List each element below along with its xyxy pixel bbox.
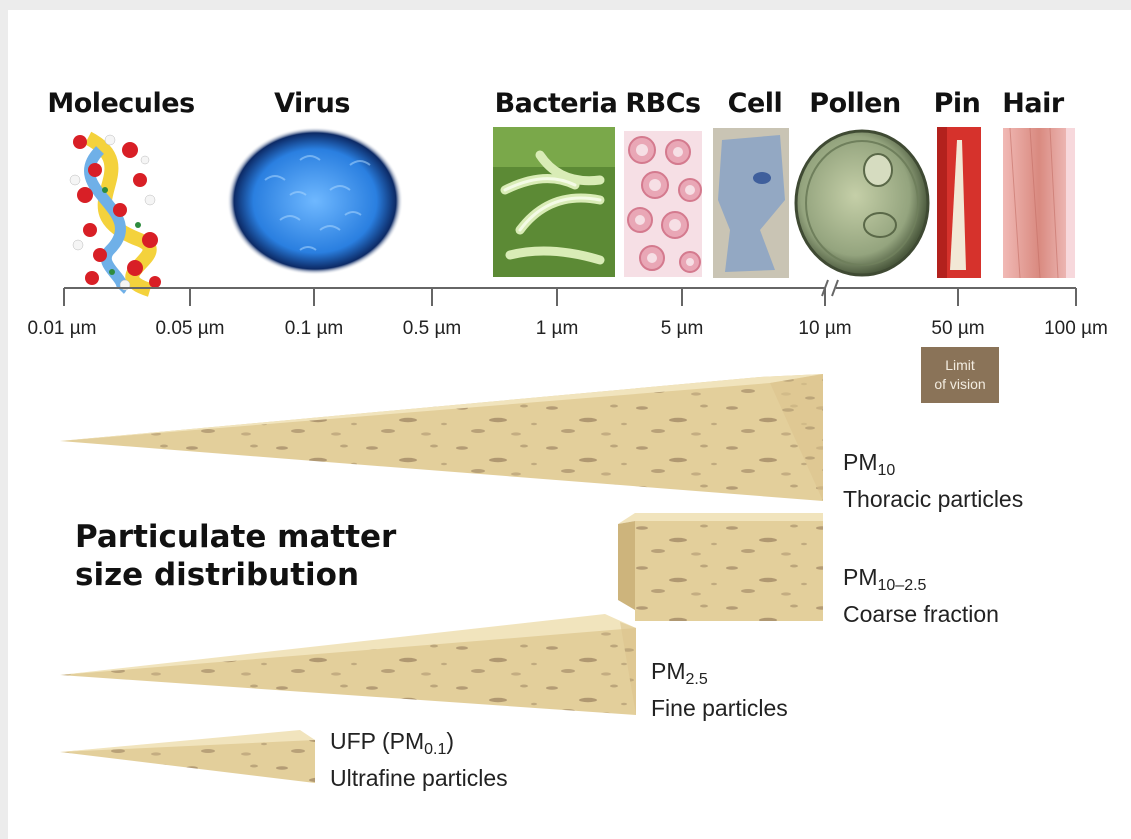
- pm10-description: Thoracic particles: [843, 485, 1023, 514]
- ufp-wedge: [60, 730, 315, 783]
- tick-label: 50 µm: [931, 318, 984, 340]
- virus-illustration: [227, 127, 403, 275]
- pm25-subscript: 2.5: [686, 671, 708, 688]
- pollen-illustration: [796, 131, 928, 275]
- tick-label: 0.05 µm: [155, 318, 224, 340]
- limit-of-vision-badge: Limit of vision: [921, 347, 999, 403]
- ufp-subscript: 0.1: [424, 741, 446, 758]
- limit-of-vision-line2: of vision: [921, 375, 999, 394]
- pm25-prefix: PM: [651, 658, 686, 684]
- bacteria-illustration: [493, 127, 615, 277]
- tick-label: 100 µm: [1044, 318, 1108, 340]
- tick-label: 0.1 µm: [285, 318, 343, 340]
- tick-label: 10 µm: [798, 318, 851, 340]
- tick-label: 0.01 µm: [27, 318, 96, 340]
- ufp-prefix: UFP (PM: [330, 728, 424, 754]
- pm10-wedge: [60, 374, 823, 501]
- pm25-label: PM2.5 Fine particles: [651, 657, 788, 723]
- size-scale-axis: [64, 280, 1076, 306]
- figure-title-line1: Particulate matter: [75, 518, 396, 556]
- pm25-description: Fine particles: [651, 694, 788, 723]
- molecule-illustration: [70, 135, 161, 290]
- pm10-subscript: 10: [878, 462, 896, 479]
- cell-illustration: [713, 128, 789, 278]
- pin-illustration: [937, 127, 981, 278]
- tick-label: 5 µm: [661, 318, 704, 340]
- ufp-label: UFP (PM0.1) Ultrafine particles: [330, 727, 508, 793]
- coarse-description: Coarse fraction: [843, 600, 999, 629]
- coarse-fraction-label: PM10–2.5 Coarse fraction: [843, 563, 999, 629]
- limit-of-vision-line1: Limit: [921, 356, 999, 375]
- tick-label: 1 µm: [536, 318, 579, 340]
- ufp-suffix: ): [446, 728, 454, 754]
- hair-illustration: [1003, 128, 1075, 278]
- figure-title-line2: size distribution: [75, 556, 396, 594]
- pm25-wedge: [60, 614, 636, 715]
- coarse-prefix: PM: [843, 564, 878, 590]
- tick-label: 0.5 µm: [403, 318, 461, 340]
- pm10-prefix: PM: [843, 449, 878, 475]
- coarse-fraction-block: [618, 513, 823, 621]
- coarse-subscript: 10–2.5: [878, 577, 927, 594]
- figure-title: Particulate matter size distribution: [75, 518, 396, 594]
- pm10-label: PM10 Thoracic particles: [843, 448, 1023, 514]
- rbcs-illustration: [624, 131, 702, 277]
- ufp-description: Ultrafine particles: [330, 764, 508, 793]
